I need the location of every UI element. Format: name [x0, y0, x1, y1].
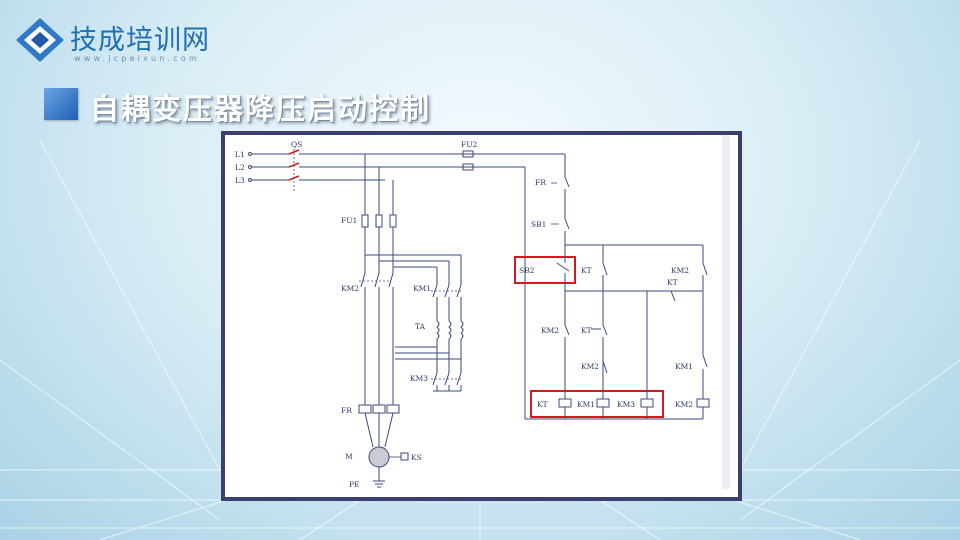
label-km1-coil: KM1 — [577, 400, 595, 409]
label-km2-coil: KM2 — [675, 400, 693, 409]
label-pe: PE — [349, 480, 360, 489]
motor-icon — [368, 446, 390, 468]
coils-highlight-box — [530, 390, 664, 418]
sb1-stop-button — [551, 218, 570, 245]
km1-coil — [596, 398, 610, 408]
km3-main-contacts — [431, 372, 463, 392]
ground-pe-icon — [373, 480, 385, 488]
label-km2-main: KM2 — [341, 284, 359, 293]
fu1-fuses — [361, 214, 397, 228]
label-km2-b: KM2 — [541, 326, 559, 335]
km3-coil — [640, 398, 654, 408]
label-l3: L3 — [235, 176, 245, 185]
label-qs: QS — [291, 140, 302, 149]
label-km2-c: KM2 — [581, 362, 599, 371]
sb2-highlight-box — [514, 256, 576, 284]
sb2-start-button — [556, 245, 570, 291]
label-sb2: SB2 — [519, 266, 535, 275]
diamond-logo-icon — [16, 18, 64, 62]
circuit-diagram-svg: L1 L2 L3 QS FU1 — [235, 135, 730, 489]
terminal-l3 — [248, 178, 252, 182]
label-ta: TA — [415, 322, 426, 331]
kt-contact-a — [602, 262, 608, 276]
label-km3-main: KM3 — [410, 374, 428, 383]
label-ks: KS — [411, 453, 422, 462]
ks-speed-relay — [400, 452, 409, 461]
km1-contact-c — [702, 354, 708, 368]
label-sb1: SB1 — [531, 220, 546, 229]
label-l1: L1 — [235, 150, 245, 159]
label-km1-c: KM1 — [675, 362, 693, 371]
fr-thermal-relay — [358, 404, 400, 414]
label-kt-a: KT — [581, 266, 592, 275]
km2-contact-b — [564, 324, 570, 336]
brand-url: www.jcpeixun.com — [74, 54, 200, 63]
label-km1-main: KM1 — [413, 284, 431, 293]
kt-coil — [558, 398, 572, 408]
label-l2: L2 — [235, 163, 245, 172]
brand-name: 技成培训网 — [70, 25, 210, 56]
label-fr-main: FR — [341, 406, 352, 415]
km2-contact-a — [702, 262, 708, 276]
brand-logo: 技成培训网 www.jcpeixun.com — [14, 14, 254, 70]
ta-autotransformer — [436, 320, 464, 340]
fr-control-contact — [551, 176, 570, 219]
label-km3-coil: KM3 — [617, 400, 635, 409]
label-kt-b: KT — [667, 278, 678, 287]
qs-switch — [285, 149, 305, 191]
title-square-icon — [44, 88, 78, 120]
km1-main-contacts — [431, 284, 463, 298]
km2-main-contacts — [359, 272, 394, 288]
label-kt-c: KT — [581, 326, 592, 335]
label-fu1: FU1 — [341, 216, 357, 225]
label-kt-coil: KT — [537, 400, 548, 409]
slide-title: 自耦变压器降压启动控制 — [90, 92, 432, 126]
label-m: M — [345, 452, 353, 461]
terminal-l1 — [248, 152, 252, 156]
label-fu2: FU2 — [461, 140, 478, 149]
circuit-diagram: L1 L2 L3 QS FU1 — [221, 131, 742, 501]
label-km2-a: KM2 — [671, 266, 689, 275]
terminal-l2 — [248, 165, 252, 169]
kt-contact-b — [670, 290, 676, 302]
km2-contact-c — [602, 360, 608, 374]
diagram-edge-strip — [722, 135, 730, 489]
km2-coil — [696, 398, 710, 408]
kt-contact-c — [602, 324, 608, 336]
label-fr-ctrl: FR — [535, 178, 546, 187]
